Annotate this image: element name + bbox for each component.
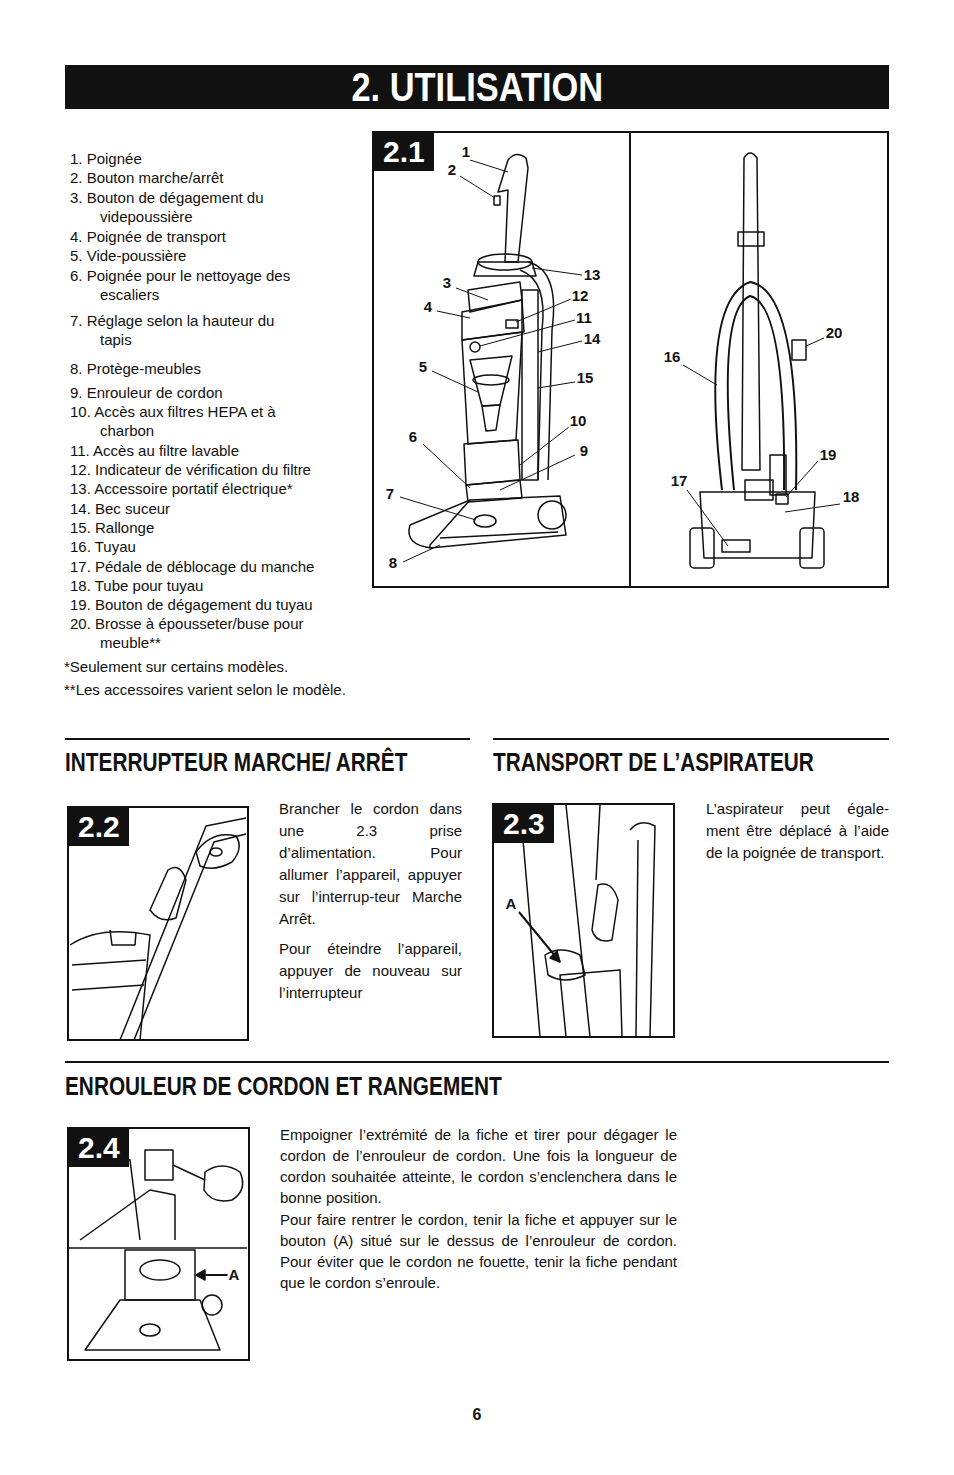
instruction-text: Empoigner l’extrémité de la fiche et tir… [280, 1124, 677, 1208]
section-heading: ENROULEUR DE CORDON ET RANGEMENT [65, 1071, 502, 1101]
callout-number: 14 [583, 331, 602, 347]
callout-number: 20 [825, 325, 844, 341]
page-title: 2. UTILISATION [351, 65, 603, 109]
figure-frame: 2.2 [67, 806, 249, 1041]
callout-number: 5 [418, 359, 428, 375]
leader-lines [400, 160, 840, 562]
cord-rewind-illustration [69, 1150, 247, 1350]
instruction-text: Pour faire rentrer le cordon, tenir la f… [280, 1209, 677, 1293]
callout-letter: A [228, 1267, 241, 1283]
callout-number: 18 [842, 489, 861, 505]
callout-number: 19 [819, 447, 838, 463]
power-switch-illustration [70, 818, 246, 1040]
parts-list-item: 10. Accès aux filtres HEPA et à charbon [70, 402, 310, 440]
callout-number: 10 [569, 413, 588, 429]
callout-number: 9 [579, 443, 589, 459]
instruction-text: Pour éteindre l’appareil, appuyer de nou… [279, 938, 462, 1004]
page-number: 6 [473, 1406, 482, 1424]
parts-list-item: 4. Poignée de transport [70, 227, 370, 246]
parts-list-item: 15. Rallonge [70, 518, 370, 537]
figure-frame: 2.3 [492, 803, 675, 1038]
parts-list-item: 7. Réglage selon la hauteur du tapis [70, 311, 305, 349]
parts-list-item: 3. Bouton de dégagement du videpoussière [70, 188, 315, 226]
figure-number: 2.3 [494, 805, 554, 843]
callout-number: 17 [670, 473, 689, 489]
callout-number: 4 [423, 299, 433, 315]
section-heading: TRANSPORT DE L’ASPIRATEUR [493, 747, 814, 777]
figure-number: 2.4 [69, 1129, 129, 1167]
callout-letter: A [505, 896, 518, 912]
callout-number: 12 [571, 288, 590, 304]
parts-list-item: 2. Bouton marche/arrêt [70, 168, 370, 187]
figure-frame: 2.1 [372, 131, 889, 588]
title-band: 2. UTILISATION [65, 65, 889, 109]
callout-number: 16 [663, 349, 682, 365]
parts-list-item: 14. Bec suceur [70, 499, 370, 518]
callout-number: 15 [576, 370, 595, 386]
figure-frame: 2.4 [67, 1127, 250, 1361]
callout-number: 6 [408, 429, 418, 445]
figure-number: 2.1 [374, 133, 434, 171]
figure-divider [629, 133, 631, 586]
parts-list-item: 5. Vide-poussière [70, 246, 370, 265]
callout-number: 1 [461, 144, 471, 160]
callout-number: 13 [583, 267, 602, 283]
parts-list-item: 11. Accès au filtre lavable [70, 441, 370, 460]
footnote: **Les accessoires varient selon le modèl… [64, 680, 346, 699]
parts-list-item: 8. Protège-meubles [70, 359, 370, 378]
callout-number: 11 [575, 310, 593, 326]
parts-list-item: 18. Tube pour tuyau [70, 576, 370, 595]
callout-number: 2 [447, 162, 457, 178]
section-heading: INTERRUPTEUR MARCHE/ ARRÊT [65, 747, 407, 777]
figure-number: 2.2 [69, 808, 129, 846]
vacuum-back-view [690, 153, 824, 568]
parts-list-item: 17. Pédale de déblocage du manche [70, 557, 370, 576]
parts-list-item: 20. Brosse à épousseter/buse pour meuble… [70, 614, 360, 652]
callout-number: 7 [385, 486, 395, 502]
parts-list-item: 16. Tuyau [70, 537, 370, 556]
parts-list-item: 13. Accessoire portatif électrique* [70, 479, 370, 498]
callout-number: 8 [388, 555, 398, 571]
footnote: *Seulement sur certains modèles. [64, 657, 288, 676]
parts-list-item: 9. Enrouleur de cordon [70, 383, 370, 402]
section-rules [65, 739, 889, 1062]
parts-list-item: 1. Poignée [70, 149, 370, 168]
parts-list-item: 19. Bouton de dégagement du tuyau [70, 595, 370, 614]
callout-number: 3 [442, 275, 452, 291]
parts-list-item: 12. Indicateur de vérification du filtre [70, 460, 370, 479]
instruction-text: Brancher le cordon dans une 2.3 prise d’… [279, 798, 462, 930]
instruction-text: L’aspirateur peut égale-ment être déplac… [706, 798, 889, 864]
parts-list-item: 6. Poignée pour le nettoyage des escalie… [70, 266, 350, 304]
